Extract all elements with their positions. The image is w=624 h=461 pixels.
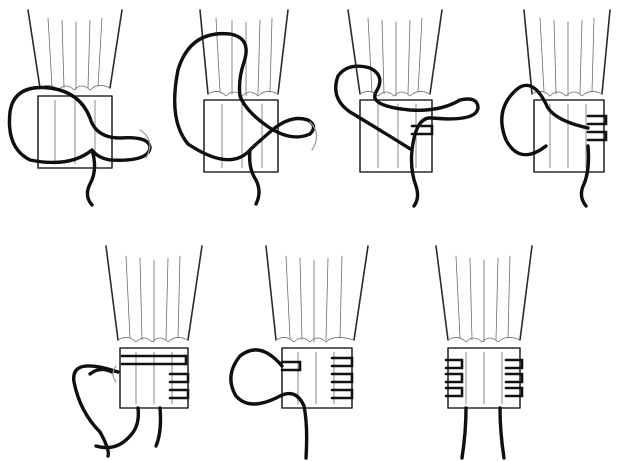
step-4-panel — [480, 0, 624, 215]
sleeve — [348, 10, 442, 96]
sleeve — [524, 10, 610, 96]
sleeve — [106, 246, 202, 342]
motion-arrow — [310, 122, 317, 150]
step-6-panel — [220, 236, 380, 461]
step-7-panel — [400, 236, 560, 461]
cuff — [534, 100, 604, 172]
step-5-panel — [60, 236, 220, 461]
step-2-panel — [160, 0, 320, 215]
cord-end-left — [462, 408, 466, 458]
sleeve — [266, 246, 368, 342]
sleeve — [28, 10, 122, 90]
sleeve — [200, 10, 288, 96]
cord-end-right — [500, 408, 504, 458]
step-3-panel — [320, 0, 480, 215]
step-1-panel — [0, 0, 160, 215]
sleeve — [436, 246, 532, 342]
motion-arrow — [113, 366, 116, 382]
